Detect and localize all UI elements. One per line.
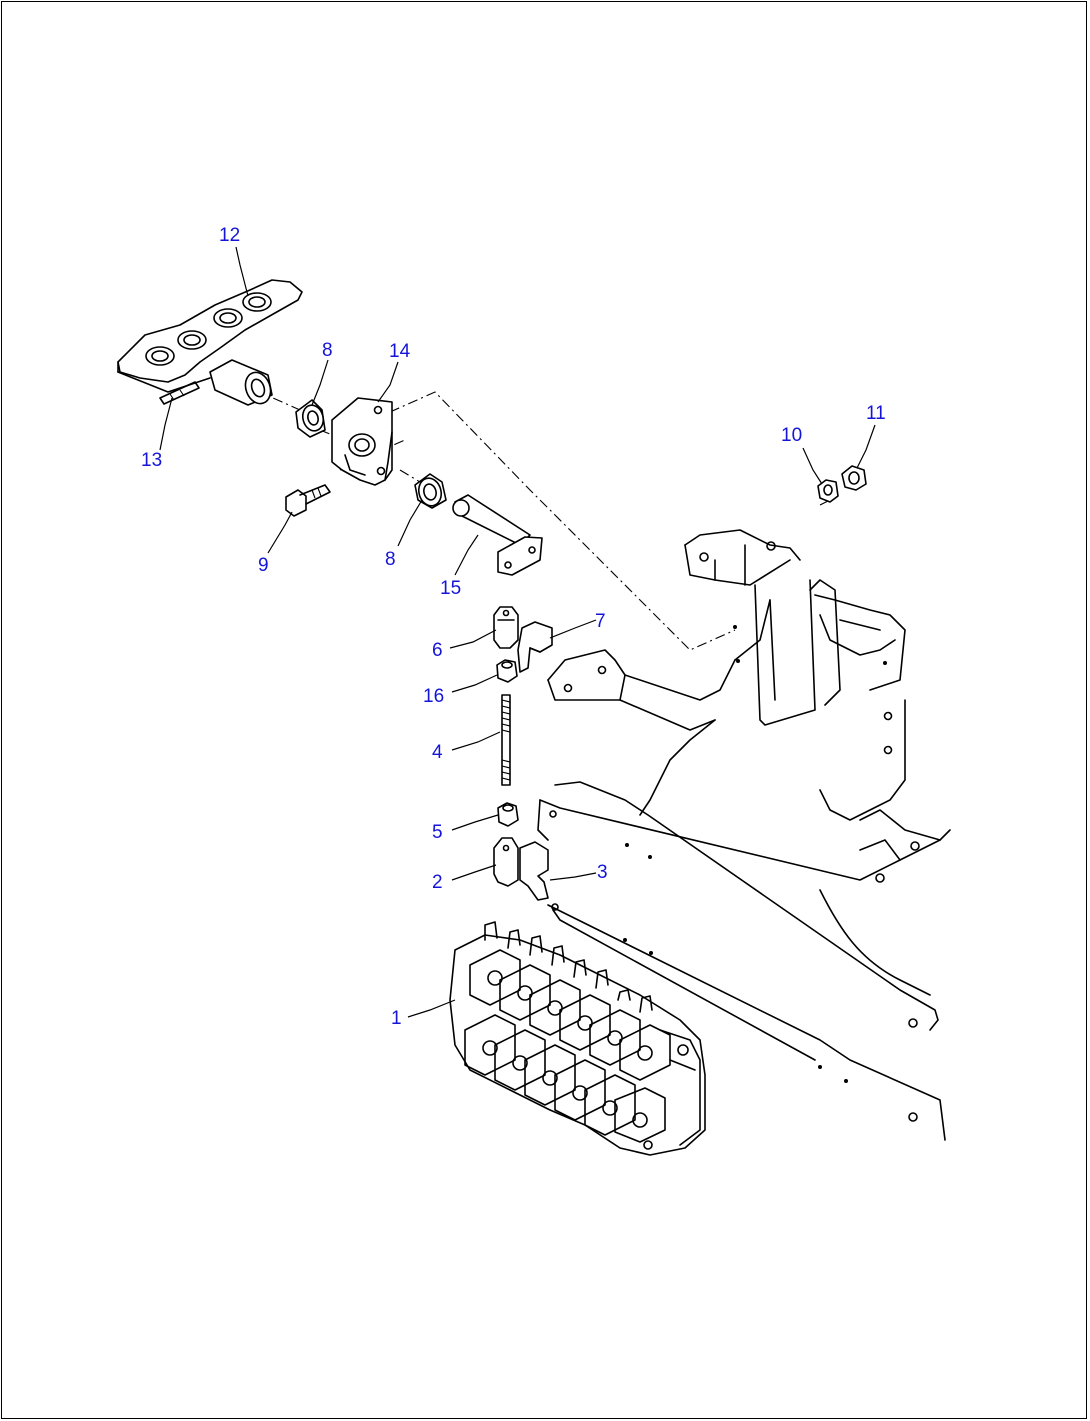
- callout-6: 6: [432, 640, 443, 661]
- callout-11: 11: [866, 403, 886, 424]
- callout-10: 10: [781, 425, 802, 446]
- callout-8-lower: 8: [385, 549, 396, 570]
- bushing-part-8-lower: [414, 473, 447, 509]
- nut-part-11: [841, 465, 867, 491]
- callout-3: 3: [597, 862, 608, 883]
- nut-part-16: [496, 659, 518, 683]
- shaft-part-15: [452, 494, 543, 576]
- callout-13: 13: [141, 450, 162, 471]
- leader-lines: [159, 246, 876, 1018]
- bolt-part-9: [285, 484, 331, 517]
- control-valve-part-1: [449, 921, 706, 1156]
- clip-part-7: [517, 621, 553, 673]
- callout-9: 9: [258, 555, 269, 576]
- clevis-part-6: [493, 606, 519, 649]
- clip-part-3: [519, 841, 549, 901]
- callout-1: 1: [391, 1008, 402, 1029]
- bracket-part-14: [331, 397, 393, 486]
- washer-part-10: [817, 479, 839, 503]
- callouts: 12 13 8 14 9 8 15 10 11 6 7 16 4 5 2 3 1: [141, 225, 886, 1029]
- callout-15: 15: [440, 578, 461, 599]
- bushing-part-8-upper: [295, 399, 326, 438]
- chassis-frame: [537, 529, 951, 1141]
- callout-12: 12: [219, 225, 240, 246]
- lever-plate-part-12: [117, 279, 303, 406]
- nut-part-5: [497, 802, 519, 827]
- callout-4: 4: [432, 742, 443, 763]
- callout-14: 14: [389, 341, 411, 362]
- callout-7: 7: [595, 611, 606, 632]
- clevis-part-2: [493, 837, 519, 887]
- threaded-rod-part-4: [501, 694, 511, 786]
- pin-part-13: [159, 381, 200, 405]
- callout-2: 2: [432, 872, 443, 893]
- callout-8-upper: 8: [322, 340, 333, 361]
- callout-16: 16: [423, 686, 444, 707]
- callout-5: 5: [432, 822, 443, 843]
